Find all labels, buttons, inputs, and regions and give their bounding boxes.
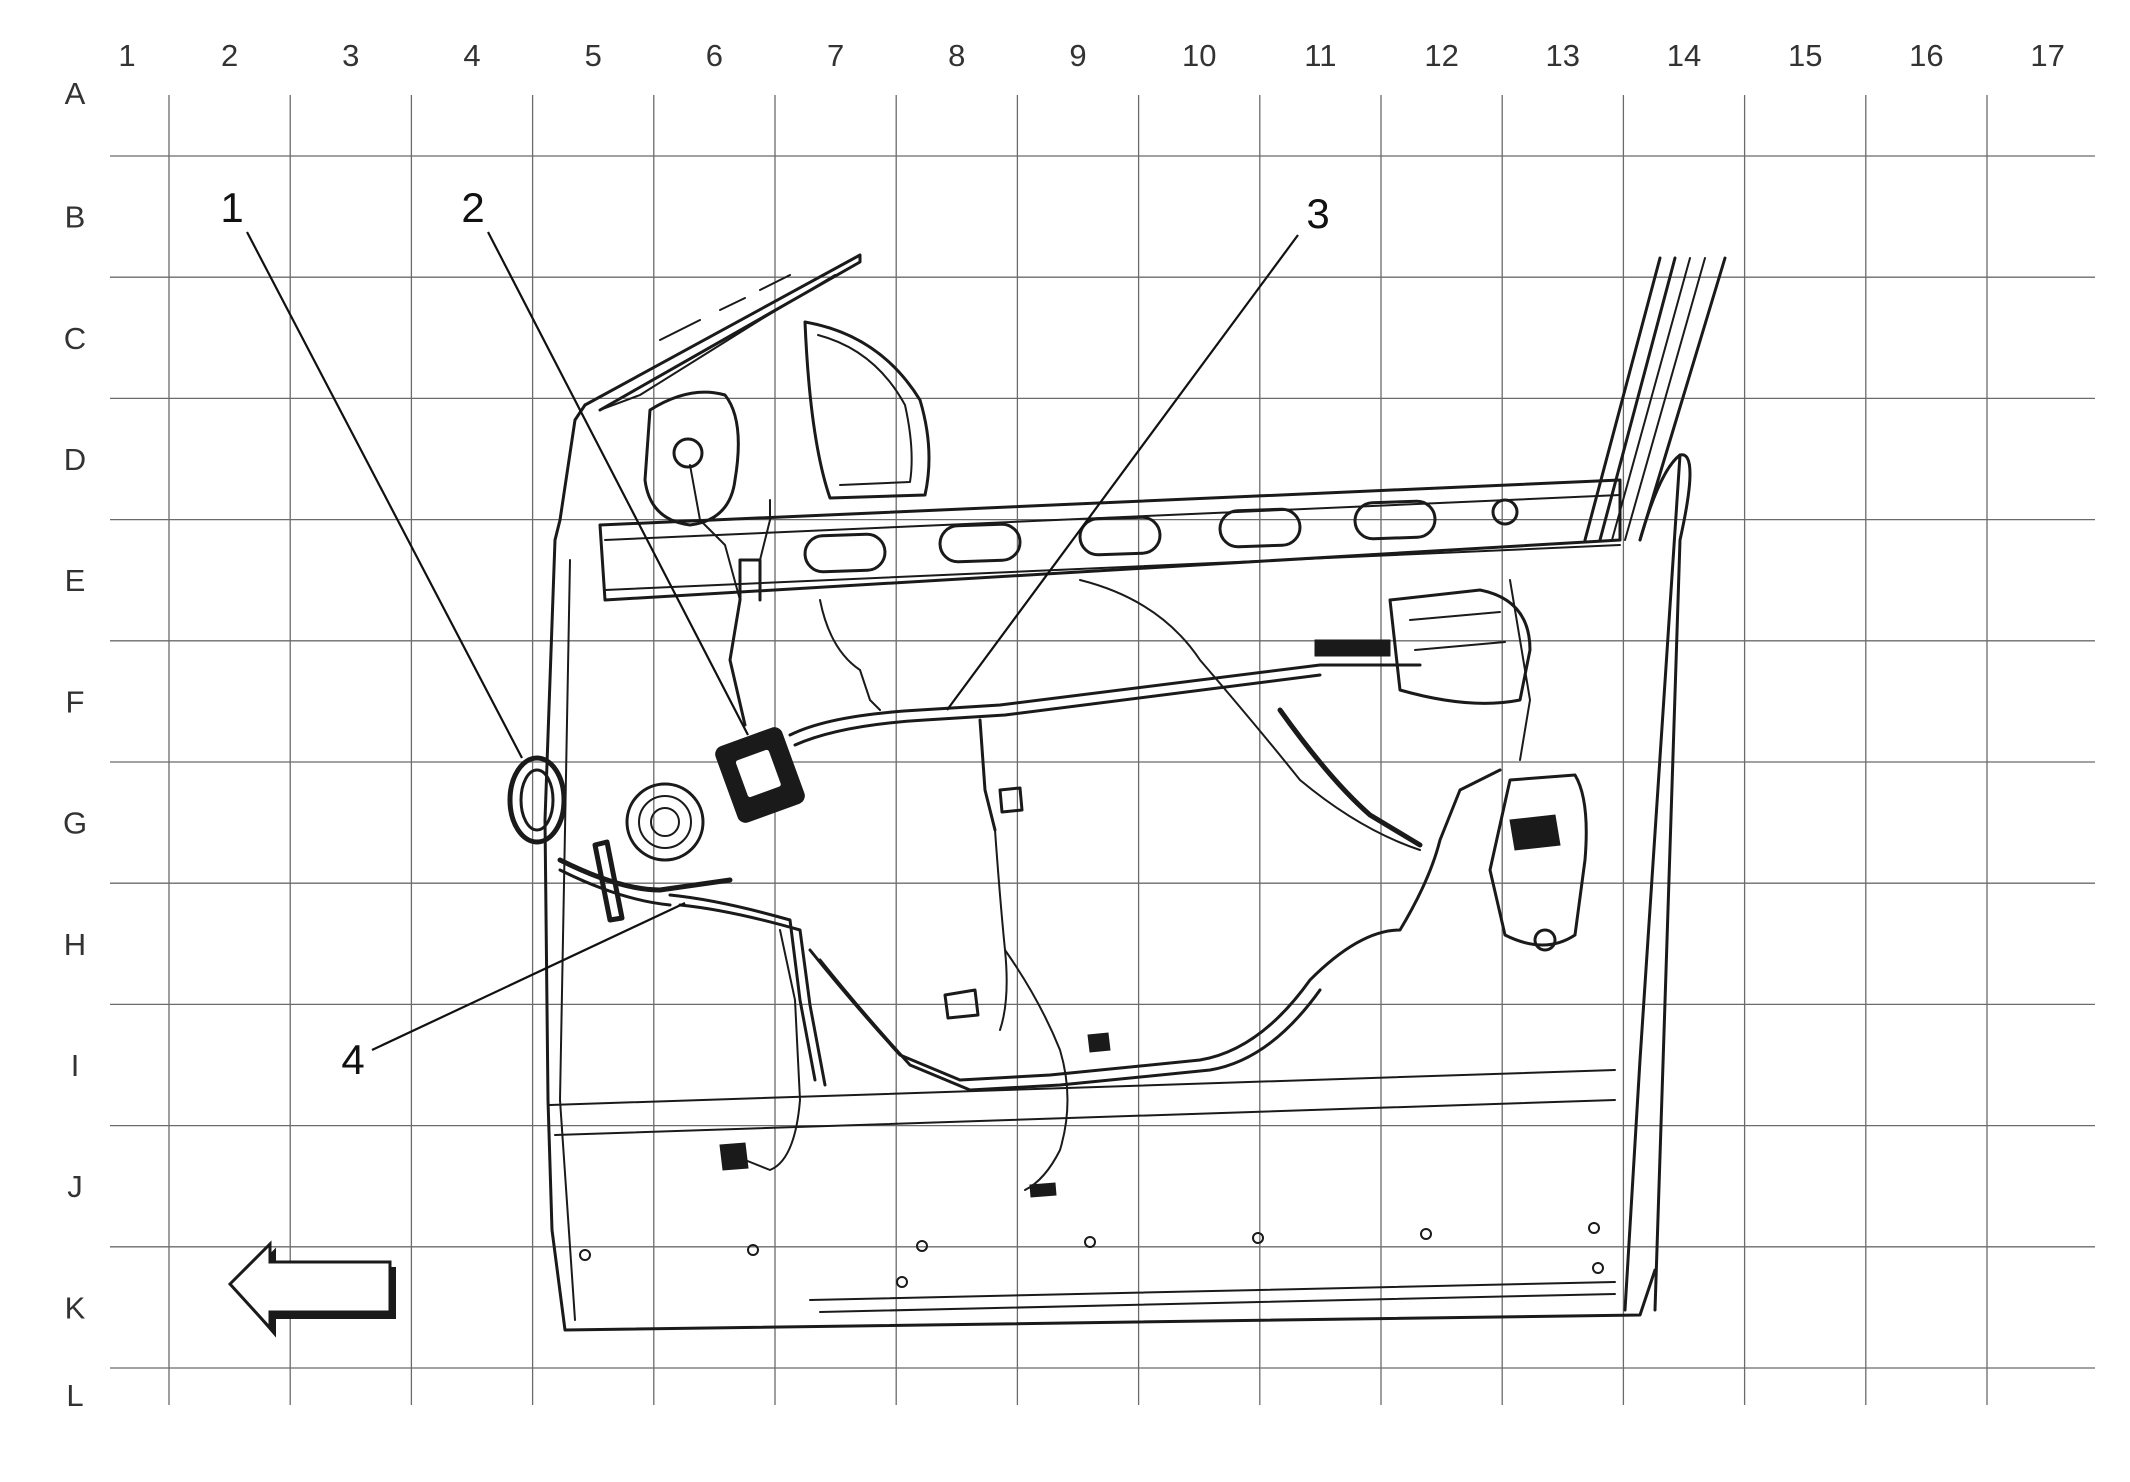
grid-column-label: 12: [1424, 38, 1458, 73]
callout-1-label: 1: [220, 184, 243, 231]
grid-column-label: 8: [948, 38, 965, 73]
leader-1: [246, 231, 523, 759]
leader-4: [371, 902, 686, 1051]
grid-column-label: 7: [827, 38, 844, 73]
leader-2: [487, 231, 749, 736]
grid-row-label: F: [66, 684, 85, 719]
callout-leaders: [246, 231, 1299, 1051]
grid-column-label: 15: [1788, 38, 1822, 73]
grid-row-label: G: [63, 806, 87, 841]
grid-column-label: 3: [342, 38, 359, 73]
callout-4-label: 4: [341, 1036, 364, 1083]
grid-row-label: A: [65, 76, 86, 111]
grid-row-label: K: [65, 1290, 86, 1325]
grid-column-label: 5: [585, 38, 602, 73]
arrow-left-icon: [227, 1240, 396, 1338]
callout-3-label: 3: [1306, 190, 1329, 237]
grid-row-label: J: [67, 1169, 83, 1204]
grid-column-label: 14: [1667, 38, 1701, 73]
grid-row-label: I: [71, 1048, 80, 1083]
grid-column-label: 4: [463, 38, 480, 73]
grid-column-label: 6: [706, 38, 723, 73]
callout-labels: 1 2 3 4: [220, 184, 1329, 1083]
door-panel-drawing: [507, 253, 1727, 1332]
grid-row-label: B: [65, 200, 86, 235]
grid-column-label: 13: [1546, 38, 1580, 73]
grid-column-label: 16: [1909, 38, 1943, 73]
grid-row-label: D: [64, 442, 86, 477]
grid-column-label: 9: [1069, 38, 1086, 73]
callout-2-label: 2: [461, 184, 484, 231]
grid-row-label: C: [64, 321, 86, 356]
grid-row-label: L: [66, 1378, 83, 1413]
grid-row-labels: A B C D E F G H I J K L: [63, 76, 87, 1413]
grid-column-label: 17: [2030, 38, 2064, 73]
grid-row-label: H: [64, 927, 86, 962]
grid-column-label: 2: [221, 38, 238, 73]
leader-3: [946, 234, 1299, 711]
grid-column-label: 1: [118, 38, 135, 73]
grid-column-label: 10: [1182, 38, 1216, 73]
grid-row-label: E: [65, 563, 86, 598]
grid-horizontal-lines: [110, 155, 2095, 1369]
grid-column-label: 11: [1304, 38, 1336, 73]
wiring-harness: [557, 464, 1531, 1198]
